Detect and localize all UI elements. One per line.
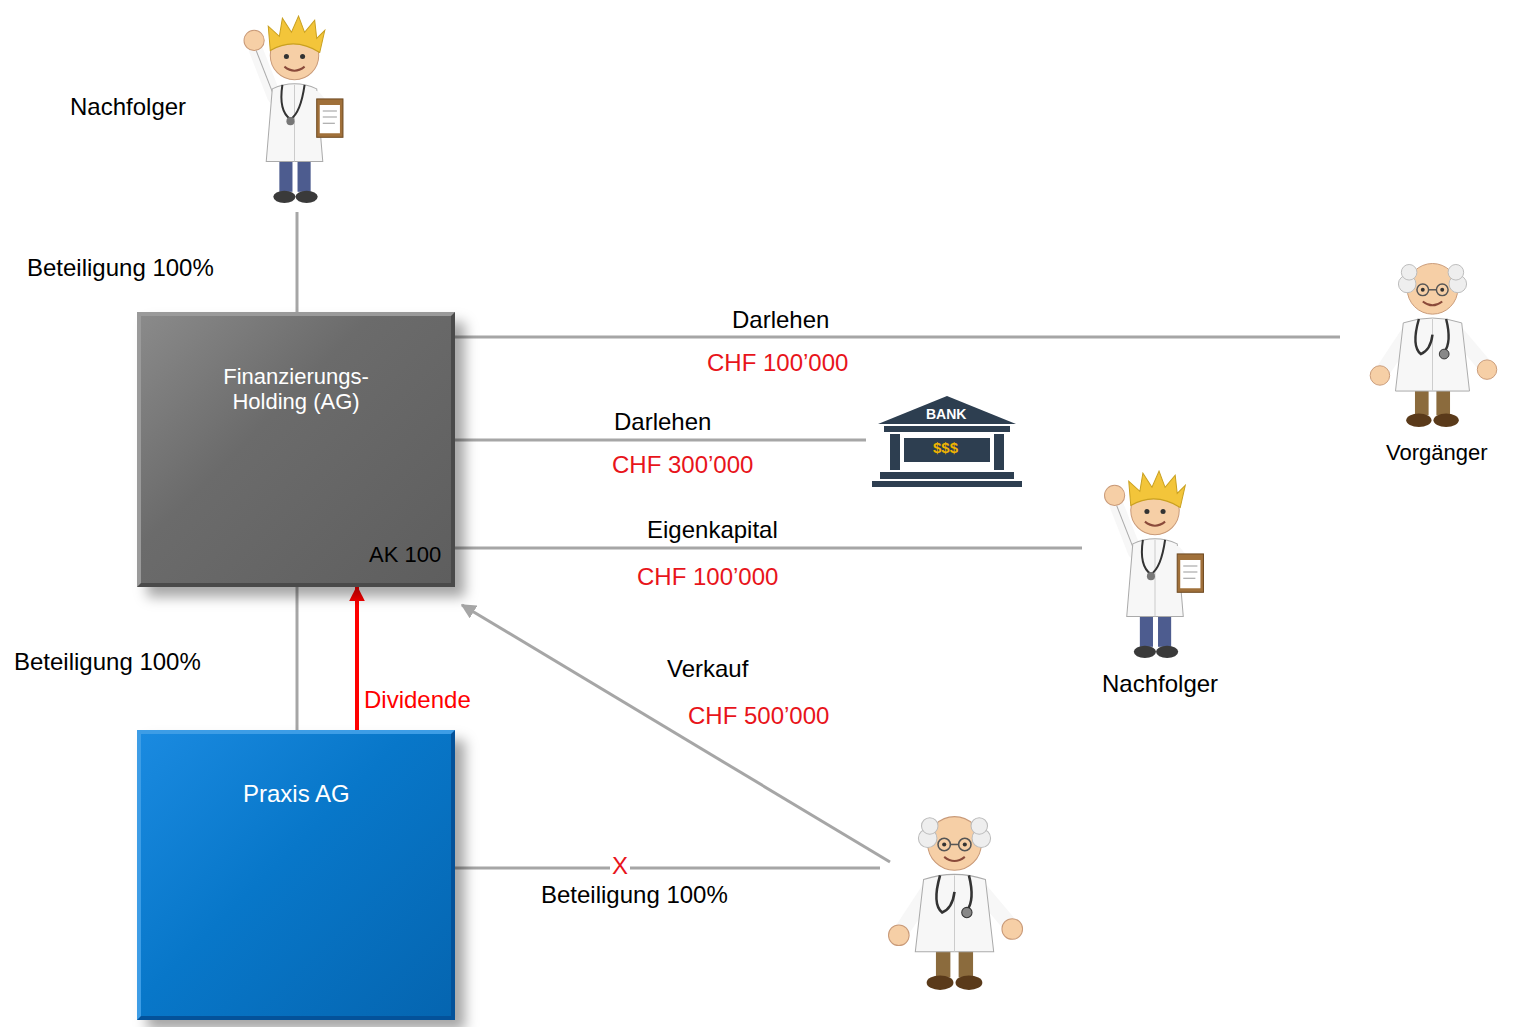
node-text: AK 100 [369,542,441,567]
bank-icon [872,396,1022,487]
doctor-figure [889,817,1023,990]
connector-line [455,547,1082,550]
node-text: Praxis AG [243,780,350,808]
free-label: Verkauf [665,655,750,683]
bank-node: BANK $$$ [866,392,1026,490]
node-text: $$$ [933,439,958,456]
edge-label: Darlehen [612,408,713,436]
node-text: Vorgänger [1386,440,1488,465]
ownership-line [455,867,880,870]
free-label: CHF 100’000 [705,349,850,377]
doctor-figure [1105,471,1204,658]
free-label: CHF 300’000 [610,451,755,479]
node-text: Nachfolger [70,93,186,121]
connector-line [355,587,359,730]
sale-arrow [462,605,890,862]
node-text: Nachfolger [1102,670,1218,698]
person-node: Nachfolger [60,5,360,212]
holding-box: Finanzierungs- Holding (AG) AK 100 [137,312,455,587]
connector-line [296,587,299,730]
edge-label: Darlehen [730,306,831,334]
edge-label: Dividende [362,686,473,714]
doctor-figure [244,16,343,203]
edge-label: Beteiligung 100% [25,254,216,282]
free-label: CHF 500’000 [686,702,831,730]
praxis-box: Praxis AG [137,730,455,1020]
person-node: Vorgänger [1340,240,1525,475]
free-label: Beteiligung 100% [539,881,730,909]
free-label: X [610,852,630,880]
node-text: Finanzierungs- Holding (AG) [196,364,396,415]
person-node: Nachfolger [1082,455,1267,700]
connector-line [296,212,299,312]
doctor-figure [1370,264,1497,428]
connector-line [455,439,866,442]
free-label: CHF 100’000 [635,563,780,591]
node-text: BANK [926,406,966,422]
connector-line [455,336,1340,339]
edge-label: Beteiligung 100% [12,648,203,676]
edge-label: Eigenkapital [645,516,780,544]
